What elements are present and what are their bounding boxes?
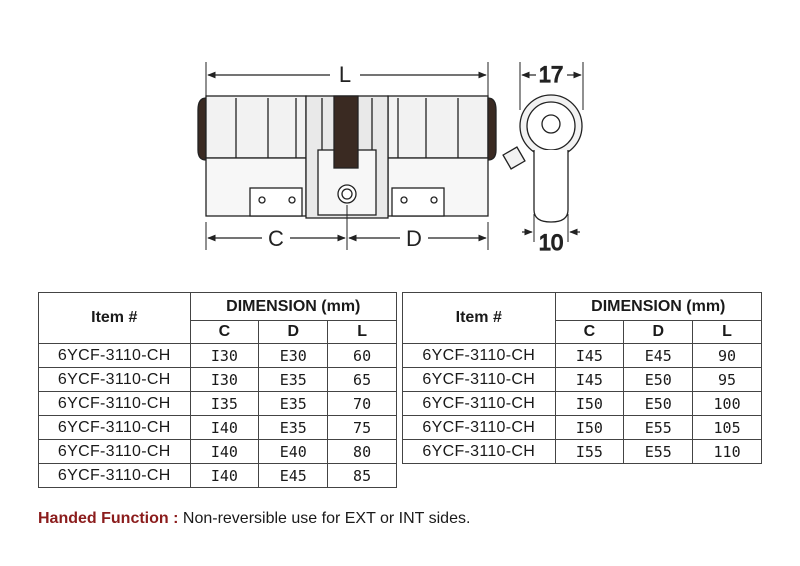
dimension-header: DIMENSION (mm) <box>554 292 763 321</box>
d-cell: E55 <box>623 439 694 464</box>
l-cell: 70 <box>327 391 397 416</box>
l-cell: 65 <box>327 367 397 392</box>
table-row: 6YCF-3110-CH I50 E50 100 <box>402 391 762 416</box>
c-cell: I55 <box>554 439 625 464</box>
item-cell: 6YCF-3110-CH <box>402 415 556 440</box>
item-cell: 6YCF-3110-CH <box>402 343 556 368</box>
l-cell: 90 <box>692 343 762 368</box>
d-cell: E35 <box>258 391 329 416</box>
dimension-C-label: C <box>268 226 284 251</box>
d-cell: E50 <box>623 391 694 416</box>
note-text: Non-reversible use for EXT or INT sides. <box>182 510 471 527</box>
l-cell: 85 <box>327 463 397 488</box>
d-cell: E40 <box>258 439 329 464</box>
c-cell: I40 <box>189 463 260 488</box>
table-row: 6YCF-3110-CH I40 E40 80 <box>38 439 397 464</box>
col-d-header: D <box>623 320 694 344</box>
dimension-header: DIMENSION (mm) <box>189 292 398 321</box>
c-cell: I30 <box>189 367 260 392</box>
col-c-header: C <box>554 320 625 344</box>
col-l-header: L <box>692 320 762 344</box>
table-row: 6YCF-3110-CH I45 E45 90 <box>402 343 762 368</box>
c-cell: I45 <box>554 367 625 392</box>
cylinder-profile: 17 10 <box>502 61 584 256</box>
item-cell: 6YCF-3110-CH <box>38 343 191 368</box>
dimension-L: L <box>205 62 489 96</box>
dimension-table-2: Item # DIMENSION (mm) C D L 6YCF-3110-CH… <box>402 292 763 464</box>
item-header: Item # <box>38 292 191 344</box>
cylinder-drawing: L <box>197 61 584 256</box>
dimension-C: C <box>205 205 348 251</box>
d-cell: E35 <box>258 415 329 440</box>
item-cell: 6YCF-3110-CH <box>38 391 191 416</box>
item-cell: 6YCF-3110-CH <box>38 367 191 392</box>
d-cell: E45 <box>623 343 694 368</box>
item-cell: 6YCF-3110-CH <box>402 367 556 392</box>
l-cell: 95 <box>692 367 762 392</box>
col-c-header: C <box>189 320 260 344</box>
dimension-D-label: D <box>406 226 422 251</box>
d-cell: E55 <box>623 415 694 440</box>
table-row: 6YCF-3110-CH I55 E55 110 <box>402 439 762 464</box>
l-cell: 60 <box>327 343 397 368</box>
table-row: 6YCF-3110-CH I35 E35 70 <box>38 391 397 416</box>
item-cell: 6YCF-3110-CH <box>38 439 191 464</box>
dimension-bottom-label: 10 <box>539 230 563 255</box>
c-cell: I40 <box>189 415 260 440</box>
col-d-header: D <box>258 320 329 344</box>
c-cell: I40 <box>189 439 260 464</box>
l-cell: 100 <box>692 391 762 416</box>
d-cell: E50 <box>623 367 694 392</box>
d-cell: E30 <box>258 343 329 368</box>
l-cell: 105 <box>692 415 762 440</box>
dimension-D: D <box>348 222 489 251</box>
l-cell: 110 <box>692 439 762 464</box>
handed-function-note: Handed Function : Non-reversible use for… <box>38 510 470 528</box>
item-cell: 6YCF-3110-CH <box>402 439 556 464</box>
dimension-table-1: Item # DIMENSION (mm) C D L 6YCF-3110-CH… <box>38 292 398 488</box>
l-cell: 80 <box>327 439 397 464</box>
table-row: 6YCF-3110-CH I40 E45 85 <box>38 463 397 488</box>
d-cell: E35 <box>258 367 329 392</box>
cylinder-body <box>197 95 497 219</box>
item-cell: 6YCF-3110-CH <box>402 391 556 416</box>
c-cell: I50 <box>554 415 625 440</box>
table-row: 6YCF-3110-CH I30 E30 60 <box>38 343 397 368</box>
table-row: 6YCF-3110-CH I40 E35 75 <box>38 415 397 440</box>
item-header: Item # <box>402 292 556 344</box>
c-cell: I50 <box>554 391 625 416</box>
dimension-width-label: 17 <box>539 62 563 87</box>
l-cell: 75 <box>327 415 397 440</box>
item-cell: 6YCF-3110-CH <box>38 463 191 488</box>
d-cell: E45 <box>258 463 329 488</box>
note-label: Handed Function : <box>38 510 179 527</box>
dimension-L-label: L <box>339 62 351 87</box>
c-cell: I45 <box>554 343 625 368</box>
table-row: 6YCF-3110-CH I30 E35 65 <box>38 367 397 392</box>
table-row: 6YCF-3110-CH I45 E50 95 <box>402 367 762 392</box>
item-cell: 6YCF-3110-CH <box>38 415 191 440</box>
col-l-header: L <box>327 320 397 344</box>
c-cell: I30 <box>189 343 260 368</box>
c-cell: I35 <box>189 391 260 416</box>
table-row: 6YCF-3110-CH I50 E55 105 <box>402 415 762 440</box>
